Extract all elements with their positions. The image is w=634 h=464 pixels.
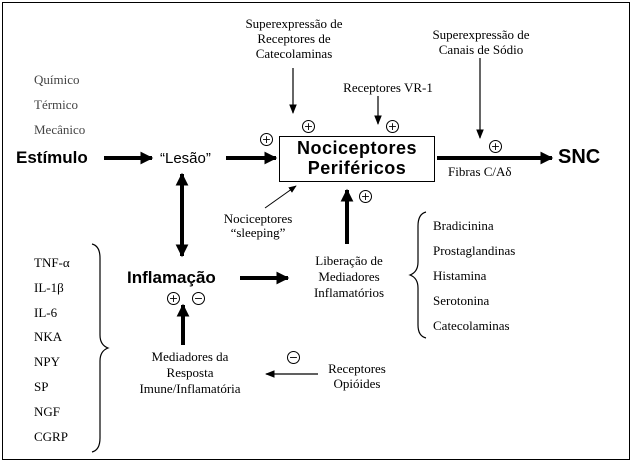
label-opioides-1: Receptores [328, 361, 386, 376]
label-liberacao-3: Inflamatórios [313, 285, 385, 300]
plus-sign-icon: + [489, 140, 502, 153]
mediator-catecolaminas: Catecolaminas [433, 318, 510, 333]
minus-sign-icon: − [287, 351, 300, 364]
node-estimulo: Estímulo [16, 148, 88, 167]
diagram-frame [2, 2, 630, 460]
nociceptores-box [279, 136, 435, 182]
node-lesao: “Lesão” [160, 150, 211, 167]
label-superexpressao-canais-1: Superexpressão de [432, 27, 530, 42]
label-superexpressao-receptores-3: Catecolaminas [255, 46, 333, 61]
label-liberacao-1: Liberação de [315, 253, 383, 268]
label-superexpressao-receptores-1: Superexpressão de [245, 16, 343, 31]
label-opioides-2: Opióides [333, 376, 381, 391]
plus-sign-icon: + [260, 133, 273, 146]
mediator-histamina: Histamina [433, 268, 487, 283]
mediator-cgrp: CGRP [34, 429, 68, 444]
label-receptores-vr1: Receptores VR-1 [343, 80, 433, 95]
stimulus-quimico: Químico [34, 72, 80, 87]
mediator-tnf: TNF-α [34, 255, 70, 270]
mediator-npy: NPY [34, 354, 61, 369]
label-mediadores-1: Mediadores da [151, 349, 229, 364]
mediator-nka: NKA [34, 329, 63, 344]
mediator-bradicinina: Bradicinina [433, 218, 494, 233]
mediator-serotonina: Serotonina [433, 293, 490, 308]
plus-sign-icon: + [386, 120, 399, 133]
plus-sign-icon: + [167, 292, 180, 305]
node-nociceptores-line2: Periféricos [307, 158, 407, 178]
plus-sign-icon: + [302, 120, 315, 133]
minus-sign-icon: − [192, 292, 205, 305]
label-superexpressao-canais-2: Canais de Sódio [438, 42, 524, 57]
label-fibras: Fibras C/Aδ [448, 164, 512, 179]
label-sleeping-2: “sleeping” [230, 225, 286, 240]
stimulus-termico: Térmico [34, 97, 79, 112]
label-superexpressao-receptores-2: Receptores de [257, 31, 331, 46]
node-nociceptores-line1: Nociceptores [296, 138, 418, 158]
mediator-ngf: NGF [34, 404, 61, 419]
label-mediadores-3: Imune/Inflamatória [139, 381, 241, 396]
plus-sign-icon: + [359, 190, 372, 203]
mediator-il6: IL-6 [34, 305, 58, 320]
node-inflamacao: Inflamação [127, 268, 216, 287]
mediator-il1b: IL-1β [34, 280, 64, 295]
mediator-prostaglandinas: Prostaglandinas [433, 243, 516, 258]
node-snc: SNC [558, 146, 601, 168]
label-mediadores-2: Resposta [166, 365, 214, 380]
right-mediators-brace [408, 211, 427, 339]
arrow-sleeping-nociceptores [264, 185, 297, 209]
mediator-sp: SP [34, 379, 49, 394]
left-mediators-brace [91, 243, 110, 453]
stimulus-mecanico: Mecânico [34, 122, 86, 137]
label-liberacao-2: Mediadores [318, 269, 380, 284]
label-sleeping-1: Nociceptores [223, 211, 293, 226]
